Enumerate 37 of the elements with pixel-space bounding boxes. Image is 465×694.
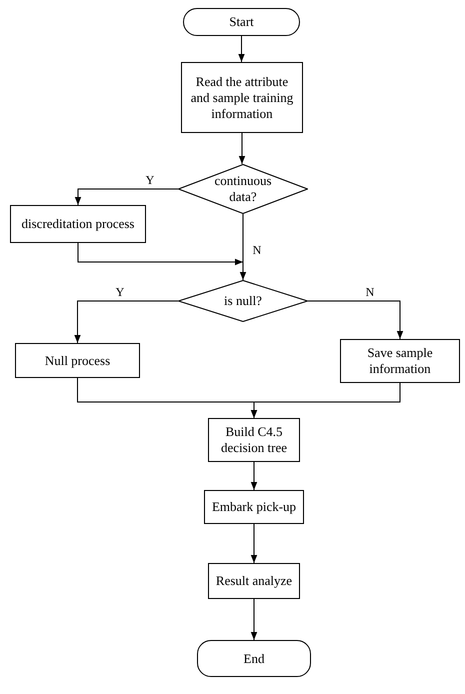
node-text: Build C4.5 decision tree bbox=[220, 424, 288, 456]
node-text: Save sample information bbox=[366, 345, 434, 377]
process-box bbox=[208, 418, 300, 462]
node-text: continuous data? bbox=[213, 173, 273, 205]
process-box bbox=[208, 563, 300, 599]
arrow bbox=[74, 188, 178, 206]
node-text: Embark pick-up bbox=[210, 499, 298, 515]
process-box bbox=[204, 490, 304, 524]
arrow bbox=[250, 598, 258, 640]
edge-label: Y bbox=[146, 174, 154, 186]
arrow bbox=[250, 524, 258, 564]
arrow bbox=[238, 36, 245, 62]
start-terminal bbox=[183, 8, 300, 36]
process-box bbox=[181, 62, 303, 133]
edge-label: Y bbox=[116, 286, 124, 298]
node-text: is null? bbox=[224, 293, 262, 309]
arrow bbox=[74, 300, 178, 344]
node-text: Null process bbox=[44, 352, 112, 368]
decision-diamond bbox=[178, 164, 308, 214]
node-text: Read the attribute and sample training information bbox=[190, 74, 294, 122]
arrow bbox=[250, 462, 258, 490]
process-box bbox=[15, 343, 140, 378]
end-terminal bbox=[197, 640, 311, 677]
arrow bbox=[250, 382, 400, 418]
edge-label: N bbox=[366, 286, 374, 298]
edge-label: N bbox=[252, 244, 262, 256]
node-text: End bbox=[242, 650, 266, 666]
decision-diamond bbox=[178, 280, 308, 322]
process-box bbox=[10, 205, 146, 243]
arrow bbox=[238, 132, 246, 164]
arrow bbox=[240, 214, 246, 280]
node-text: Result analyze bbox=[214, 573, 294, 589]
node-text: Start bbox=[228, 14, 255, 30]
arrow bbox=[78, 242, 244, 266]
process-box bbox=[340, 339, 460, 383]
node-text: discreditation process bbox=[20, 216, 136, 232]
arrow bbox=[308, 300, 404, 340]
